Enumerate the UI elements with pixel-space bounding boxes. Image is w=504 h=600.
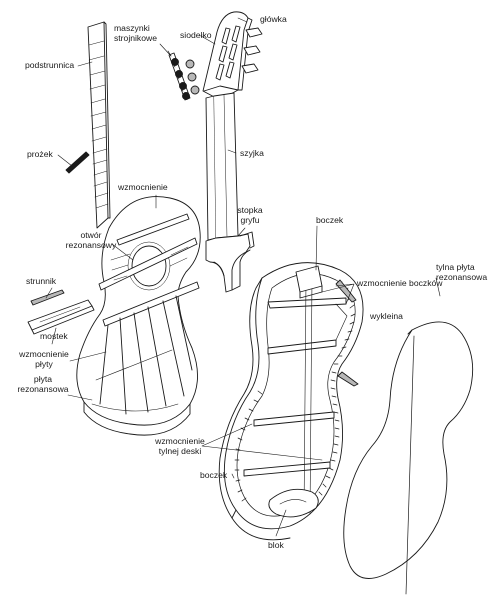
nut xyxy=(65,151,90,174)
label-stopka-gryfu: stopka gryfu xyxy=(237,205,263,225)
label-wzmocnienie-plyty: wzmocnienie płyty xyxy=(19,349,69,369)
soundboard xyxy=(76,196,201,436)
label-wzmocnienie-tylnej-deski: wzmocnienie tylnej deski xyxy=(155,436,205,456)
label-prozek: prożek xyxy=(27,149,53,159)
label-wzmocnienie-top: wzmocnienie xyxy=(118,182,168,192)
tuning-machines xyxy=(167,50,200,101)
leader-lines xyxy=(45,17,441,537)
label-blok: blok xyxy=(268,540,284,550)
label-glowka: główka xyxy=(260,14,287,24)
label-plyta-rezonansowa: płyta rezonansowa xyxy=(17,374,69,394)
neck-and-headstock xyxy=(202,11,263,241)
label-podstrunnica: podstrunnica xyxy=(25,60,75,70)
label-tylna-plyta: tylna płyta rezonansowa xyxy=(436,262,488,282)
label-wykleina: wykleina xyxy=(370,311,403,321)
label-strunnik: strunnik xyxy=(26,276,57,286)
label-szyjka: szyjka xyxy=(240,148,264,158)
label-maszynki-strojnikowe: maszynki strojnikowe xyxy=(114,23,157,43)
fingerboard xyxy=(87,21,111,229)
label-mostek: mostek xyxy=(40,331,68,341)
back-plate xyxy=(343,321,474,595)
label-boczek-top: boczek xyxy=(316,215,344,225)
neck-heel xyxy=(205,231,255,293)
label-siodelko: siodełko xyxy=(180,30,212,40)
label-boczek-bottom: boczek xyxy=(200,470,228,480)
body-with-sides xyxy=(218,262,364,541)
label-otwor-rezonansowy: otwór rezonansowy xyxy=(65,230,117,250)
label-wzmocnienie-boczkow: wzmocnienie boczków xyxy=(357,278,443,288)
bridge-parts xyxy=(27,289,95,335)
